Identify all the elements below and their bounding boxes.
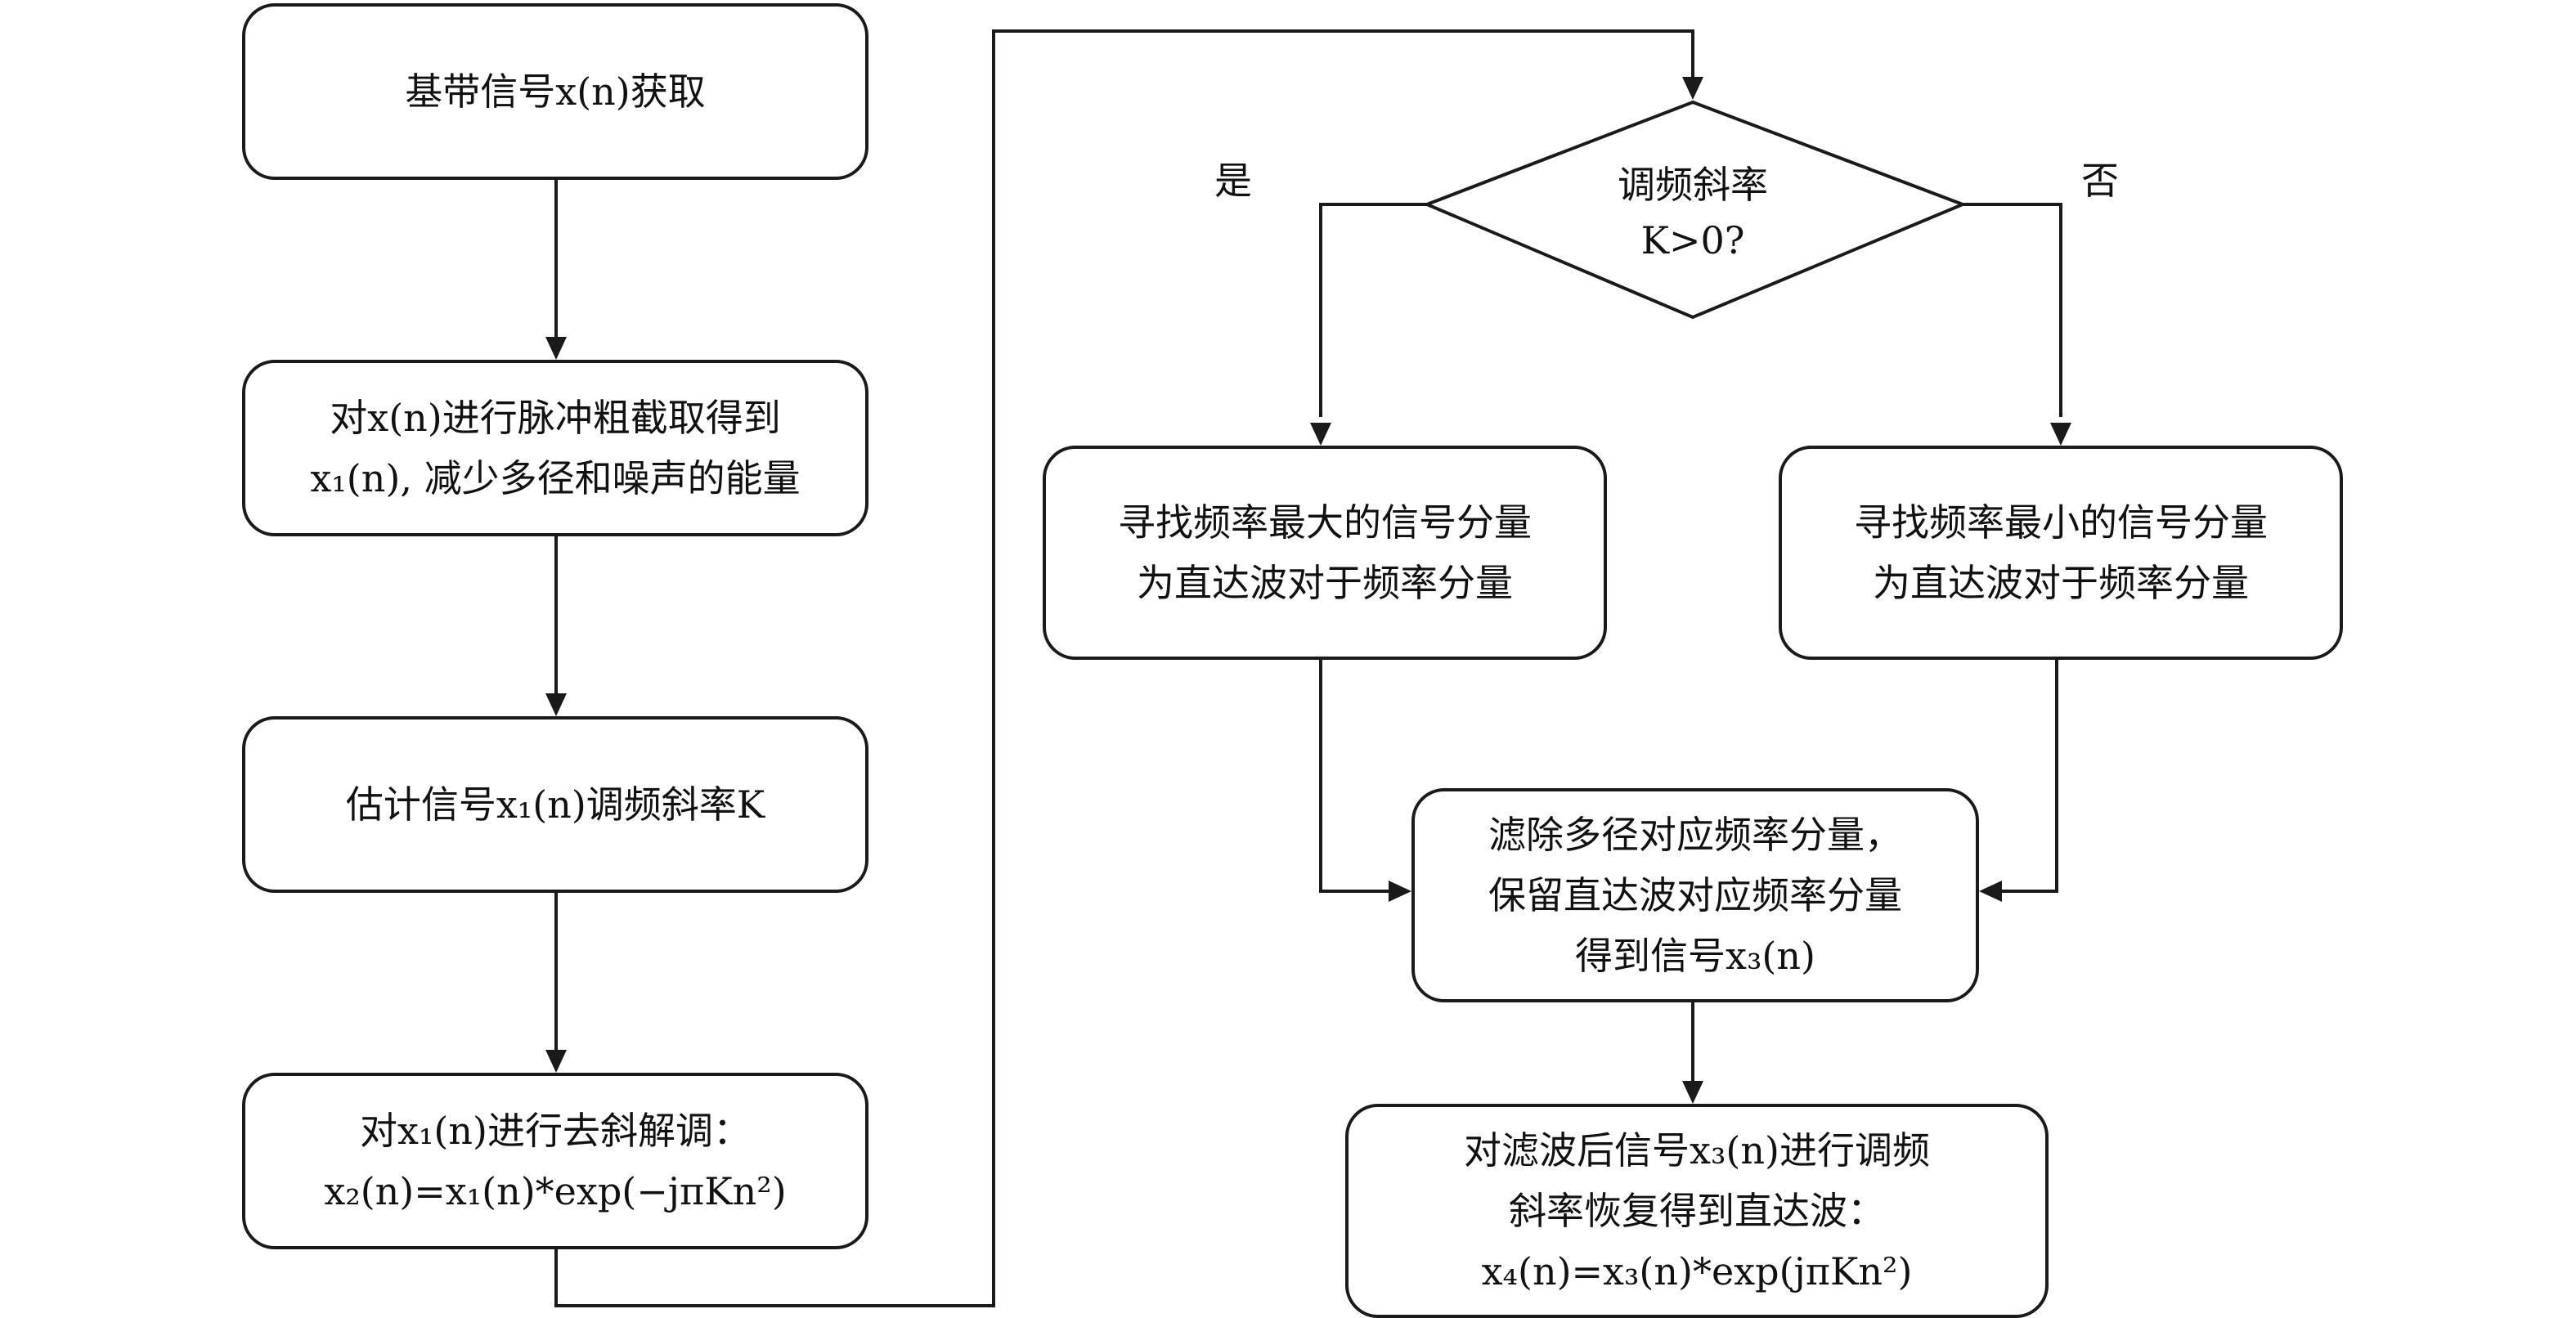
edge-findmin-filter [2002, 658, 2058, 893]
node-text-line: x₁(n), 减少多径和噪声的能量 [310, 456, 801, 500]
node-text-line: x₄(n)=x₃(n)*exp(jπKn²) [1481, 1249, 1913, 1293]
node-dechirp: 对x₁(n)进行去斜解调： x₂(n)=x₁(n)*exp(−jπKn²) [242, 1073, 868, 1249]
arrowhead-filter-left [1389, 881, 1411, 902]
edge-dechirp-decision [554, 29, 1694, 1307]
node-text-line: 为直达波对于频率分量 [1137, 561, 1513, 605]
node-restore: 对滤波后信号x₃(n)进行调频斜率恢复得到直达波： x₄(n)=x₃(n)*exp… [1345, 1104, 2049, 1318]
arrowhead-truncate [545, 337, 567, 360]
node-text-line: 对x(n)进行脉冲粗截取得到 [330, 396, 781, 440]
arrowhead-restore [1682, 1081, 1703, 1104]
node-text-line: K>0? [1640, 218, 1745, 262]
arrowhead-estimate [545, 693, 567, 716]
node-text-line: x₂(n)=x₁(n)*exp(−jπKn²) [324, 1169, 787, 1213]
node-text-line: 基带信号x(n)获取 [405, 69, 706, 114]
node-text-line: 滤除多径对应频率分量， [1488, 813, 1902, 857]
arrowhead-findmin [2050, 423, 2071, 446]
decision-diamond [1422, 100, 1968, 320]
branch-label-yes: 是 [1214, 159, 1252, 203]
arrowhead-findmax [1310, 423, 1331, 446]
arrowhead-dechirp [545, 1050, 567, 1073]
decision-label: 调频斜率 K>0? [1464, 151, 1922, 274]
edge-findmax-filter [1319, 658, 1389, 893]
node-estimate: 估计信号x₁(n)调频斜率K [242, 716, 868, 893]
edge-decision-yes [1319, 203, 1427, 417]
edge-decision-no [1963, 203, 2062, 417]
node-text-line: 对滤波后信号x₃(n)进行调频 [1464, 1128, 1930, 1172]
node-acquire: 基带信号x(n)获取 [242, 3, 868, 180]
node-text-line: 得到信号x₃(n) [1575, 934, 1815, 978]
node-find-max: 寻找频率最大的信号分量为直达波对于频率分量 [1043, 446, 1607, 660]
node-text-line: 对x₁(n)进行去斜解调： [360, 1109, 751, 1153]
node-text-line: 为直达波对于频率分量 [1873, 561, 2249, 605]
node-find-min: 寻找频率最小的信号分量为直达波对于频率分量 [1779, 446, 2343, 660]
node-text-line: 估计信号x₁(n)调频斜率K [345, 782, 765, 827]
node-text-line: 保留直达波对应频率分量 [1488, 873, 1902, 917]
node-truncate: 对x(n)进行脉冲粗截取得到 x₁(n), 减少多径和噪声的能量 [242, 360, 868, 536]
node-text-line: 寻找频率最小的信号分量 [1854, 500, 2268, 545]
arrowhead-decision [1682, 77, 1703, 100]
node-text-line: 斜率恢复得到直达波： [1509, 1189, 1885, 1233]
branch-label-no: 否 [2081, 159, 2119, 203]
node-text-line: 调频斜率 [1618, 163, 1768, 207]
arrowhead-filter-right [1979, 881, 2002, 902]
node-text-line: 寻找频率最大的信号分量 [1118, 500, 1532, 545]
node-filter: 滤除多径对应频率分量， 保留直达波对应频率分量得到信号x₃(n) [1411, 788, 1979, 1002]
